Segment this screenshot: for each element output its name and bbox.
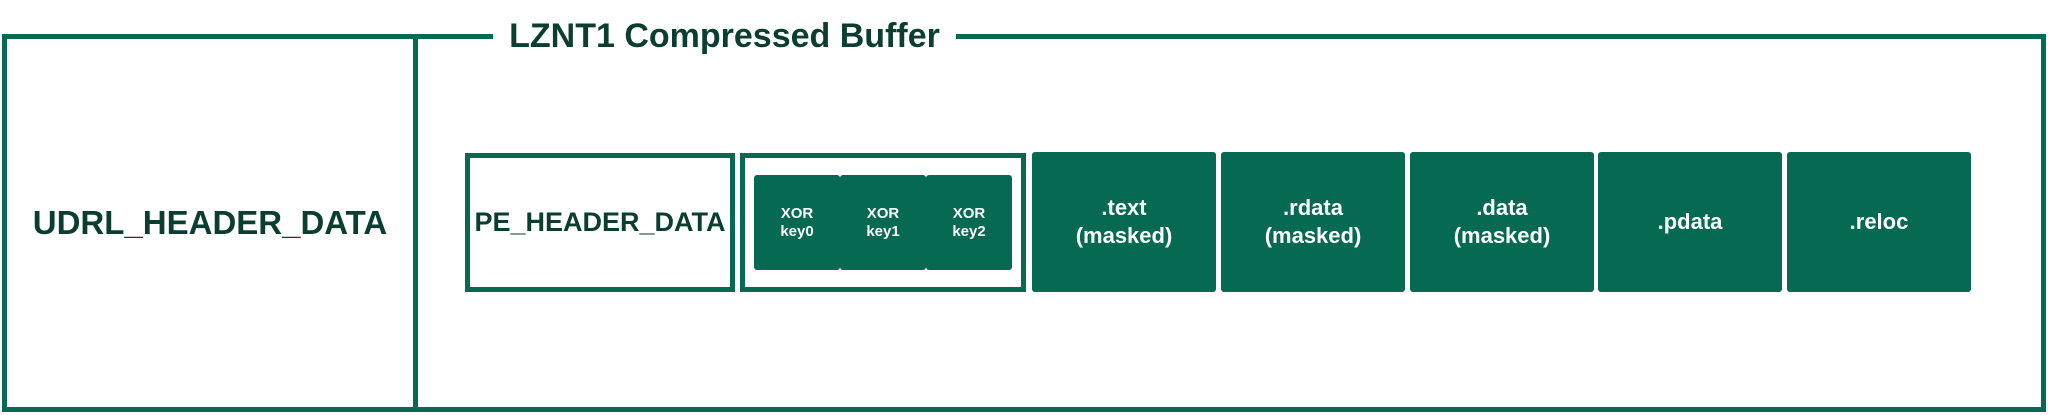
buffer-title: LZNT1 Compressed Buffer (509, 16, 940, 55)
section-text-block: .text (masked) (1032, 152, 1216, 292)
buffer-title-container: LZNT1 Compressed Buffer (493, 0, 956, 72)
xor-key2-label: XOR (952, 204, 986, 222)
pe-header-block: PE_HEADER_DATA (465, 153, 735, 292)
xor-key1-label: XOR (866, 204, 900, 222)
section-text-name: .text (1101, 195, 1147, 220)
section-pdata-name: .pdata (1657, 209, 1723, 234)
xor-key1-name: key1 (866, 222, 900, 240)
section-text-note: (masked) (1075, 223, 1173, 248)
xor-key0-block: XOR key0 (754, 175, 840, 270)
udrl-header-block: UDRL_HEADER_DATA (2, 34, 418, 412)
pe-header-label: PE_HEADER_DATA (474, 207, 726, 237)
xor-key1-block: XOR key1 (840, 175, 926, 270)
xor-key2-name: key2 (952, 222, 986, 240)
section-reloc-block: .reloc (1787, 152, 1971, 292)
section-pdata-block: .pdata (1598, 152, 1782, 292)
section-rdata-block: .rdata (masked) (1221, 152, 1405, 292)
xor-key0-name: key0 (780, 222, 814, 240)
xor-key0-label: XOR (780, 204, 814, 222)
xor-keys-group: XOR key0 XOR key1 XOR key2 (740, 153, 1026, 292)
xor-key2-block: XOR key2 (926, 175, 1012, 270)
udrl-header-label: UDRL_HEADER_DATA (32, 204, 388, 241)
section-data-block: .data (masked) (1410, 152, 1594, 292)
section-data-note: (masked) (1453, 223, 1551, 248)
section-rdata-note: (masked) (1264, 223, 1362, 248)
section-data-name: .data (1476, 195, 1528, 220)
section-reloc-name: .reloc (1849, 209, 1909, 234)
section-rdata-name: .rdata (1283, 195, 1343, 220)
